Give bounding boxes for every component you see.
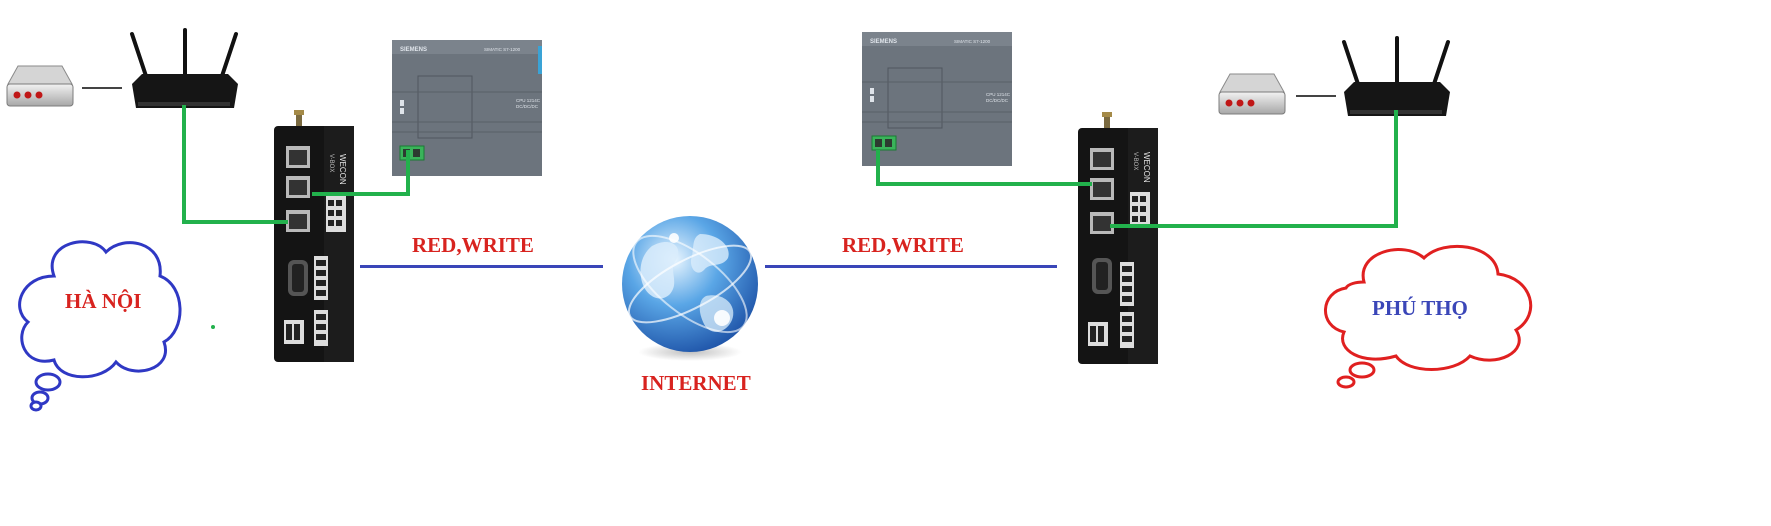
plc-io-left: DC/DC/DC	[516, 104, 539, 109]
plc-brand-right: SIEMENS	[870, 39, 897, 45]
plc-io-right: DC/DC/DC	[986, 98, 1009, 103]
ethernet-cables-right	[876, 110, 1398, 228]
link-label-right: RED,WRITE	[842, 233, 964, 257]
gateway-model-left: V-BOX	[328, 154, 334, 172]
gateway-brand-right: WECON	[1142, 152, 1151, 183]
globe-icon	[622, 216, 758, 361]
cloud-label-left: HÀ NỘI	[65, 289, 142, 313]
link-label-left: RED,WRITE	[412, 233, 534, 257]
plc-brand-left: SIEMENS	[400, 47, 427, 53]
modem-router-cable-left	[82, 87, 122, 89]
modem-router-cable-right	[1296, 95, 1336, 97]
plc-cpu-right: CPU 1214C	[986, 92, 1011, 97]
cloud-label-right: PHÚ THỌ	[1372, 296, 1468, 320]
internet-label: INTERNET	[641, 371, 751, 395]
gateway-icon-left: WECON V-BOX	[274, 110, 354, 362]
internet-link-right	[765, 265, 1057, 268]
gateway-model-right: V-BOX	[1132, 152, 1138, 170]
plc-model-right: SIMATIC S7-1200	[954, 39, 991, 44]
gateway-brand-left: WECON	[338, 154, 347, 185]
thought-cloud-icon-left	[18, 240, 182, 412]
ethernet-cables-left	[182, 105, 410, 224]
modem-icon-right	[1218, 73, 1286, 115]
plc-icon-left: SIEMENS SIMATIC S7-1200 CPU 1214C DC/DC/…	[392, 40, 542, 176]
router-icon-right	[1342, 36, 1450, 116]
plc-cpu-left: CPU 1214C	[516, 98, 541, 103]
plc-icon-right: SIEMENS SIMATIC S7-1200 CPU 1214C DC/DC/…	[862, 32, 1012, 166]
internet-link-left	[360, 265, 603, 268]
thought-cloud-icon-right	[1324, 244, 1533, 389]
router-icon-left	[130, 28, 238, 108]
dot-decor	[211, 325, 215, 329]
gateway-icon-right: WECON V-BOX	[1078, 112, 1158, 364]
modem-icon-left	[6, 65, 74, 107]
plc-model-left: SIMATIC S7-1200	[484, 47, 521, 52]
